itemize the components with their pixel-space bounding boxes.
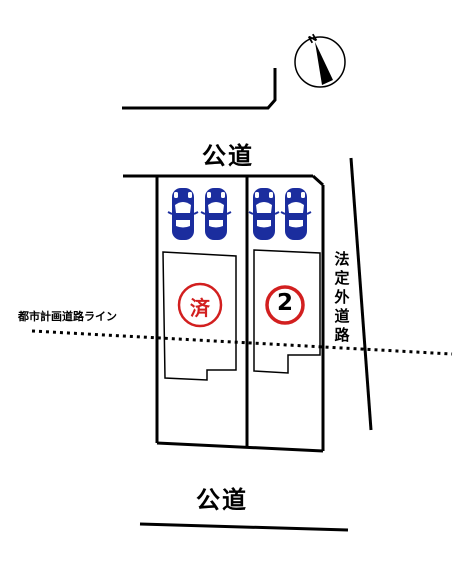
stamp-2-circle bbox=[265, 285, 305, 325]
car-icon bbox=[248, 187, 280, 241]
car-icon bbox=[200, 187, 232, 241]
bottom-road-line bbox=[139, 522, 349, 532]
extra-legal-road-label: 法定外道路 bbox=[334, 250, 350, 344]
site-boundary bbox=[123, 174, 325, 453]
car-icon bbox=[167, 187, 199, 241]
stamp-sold-circle bbox=[177, 282, 223, 328]
neighbor-boundary-line bbox=[122, 68, 277, 110]
extra-legal-road-line bbox=[349, 157, 373, 431]
stamp-lot-number: 2 bbox=[276, 290, 293, 316]
building-lot-1 bbox=[162, 251, 237, 381]
stamp-sold: 済 bbox=[190, 296, 210, 320]
city-plan-road-dotted-line bbox=[31, 329, 453, 356]
road-label-bottom: 公道 bbox=[196, 486, 248, 514]
car-icon bbox=[280, 187, 312, 241]
city-plan-road-label: 都市計画道路ライン bbox=[18, 310, 117, 323]
building-lot-2 bbox=[253, 249, 321, 374]
road-label-top: 公道 bbox=[202, 142, 254, 170]
compass-icon bbox=[294, 36, 346, 88]
